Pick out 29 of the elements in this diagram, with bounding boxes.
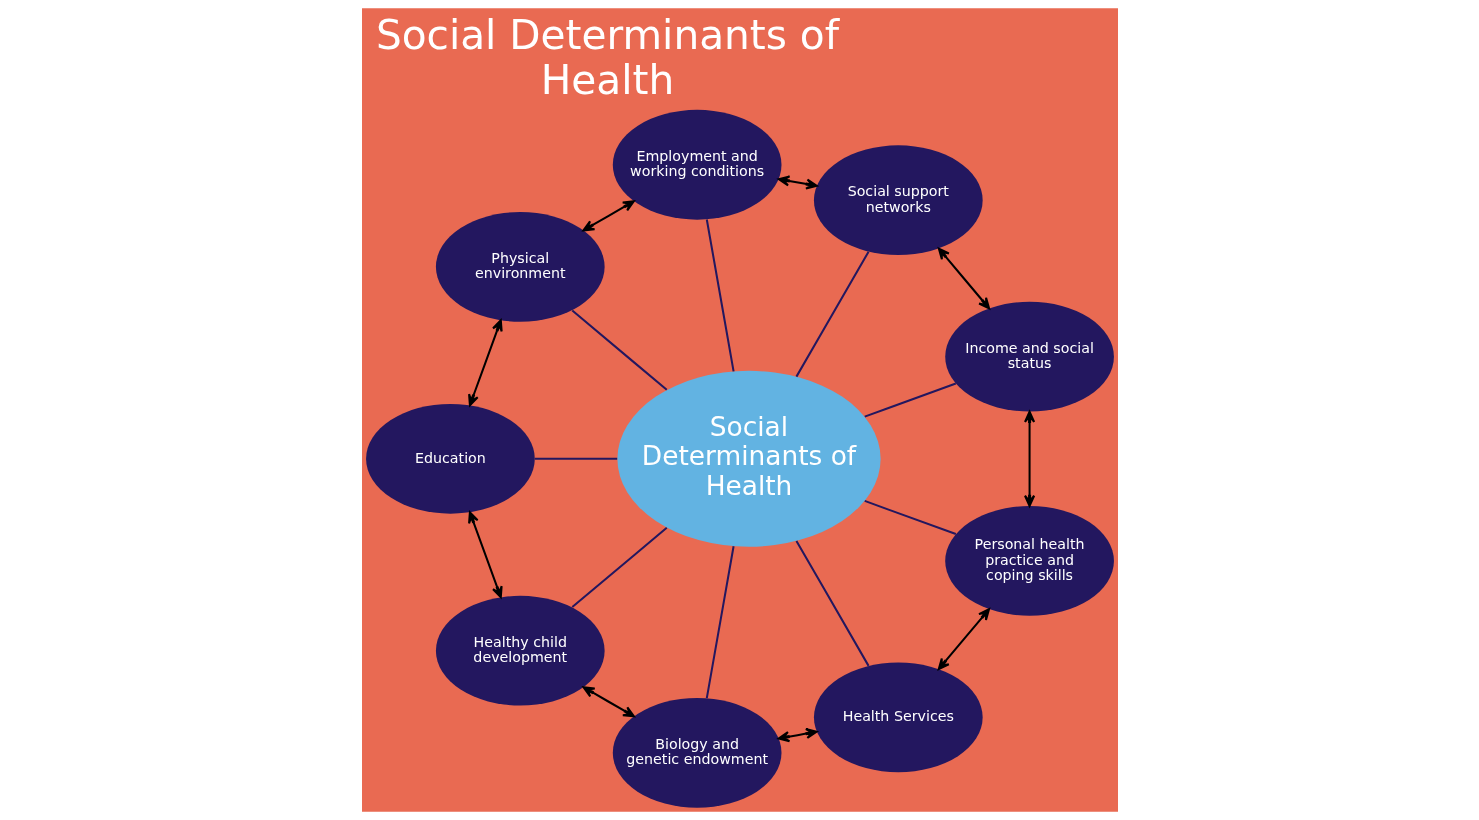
node-ellipse: Physical environment: [435, 212, 605, 322]
node-ellipse: Health Services: [813, 662, 983, 773]
connector: [571, 309, 667, 391]
connector: [795, 251, 869, 378]
arrow: [777, 175, 818, 190]
node-ellipse: Healthy child development: [435, 595, 605, 706]
connector: [795, 540, 869, 667]
connector: [705, 546, 735, 699]
node-ellipse: Education: [365, 403, 535, 514]
connector: [571, 527, 667, 608]
node-ellipse: Biology and genetic endowment: [612, 697, 781, 808]
arrow: [582, 686, 635, 718]
node-ellipse: Social Determinants of Health: [616, 370, 881, 547]
connector: [863, 499, 956, 535]
connector: [534, 457, 617, 460]
arrow: [581, 200, 635, 232]
connector: [863, 382, 956, 418]
arrow: [937, 247, 990, 310]
node-ellipse: Social support networks: [813, 145, 983, 256]
node-ellipse: Income and social status: [944, 301, 1114, 412]
arrow: [467, 511, 503, 599]
connector: [705, 219, 735, 372]
node-ellipse: Employment and working conditions: [612, 109, 781, 220]
arrow: [1023, 410, 1035, 507]
diagram-title: Social Determinants of Health: [375, 10, 839, 104]
arrow: [777, 728, 818, 743]
arrow: [937, 608, 990, 671]
arrow: [467, 319, 503, 407]
node-ellipse: Personal health practice and coping skills: [944, 506, 1114, 616]
